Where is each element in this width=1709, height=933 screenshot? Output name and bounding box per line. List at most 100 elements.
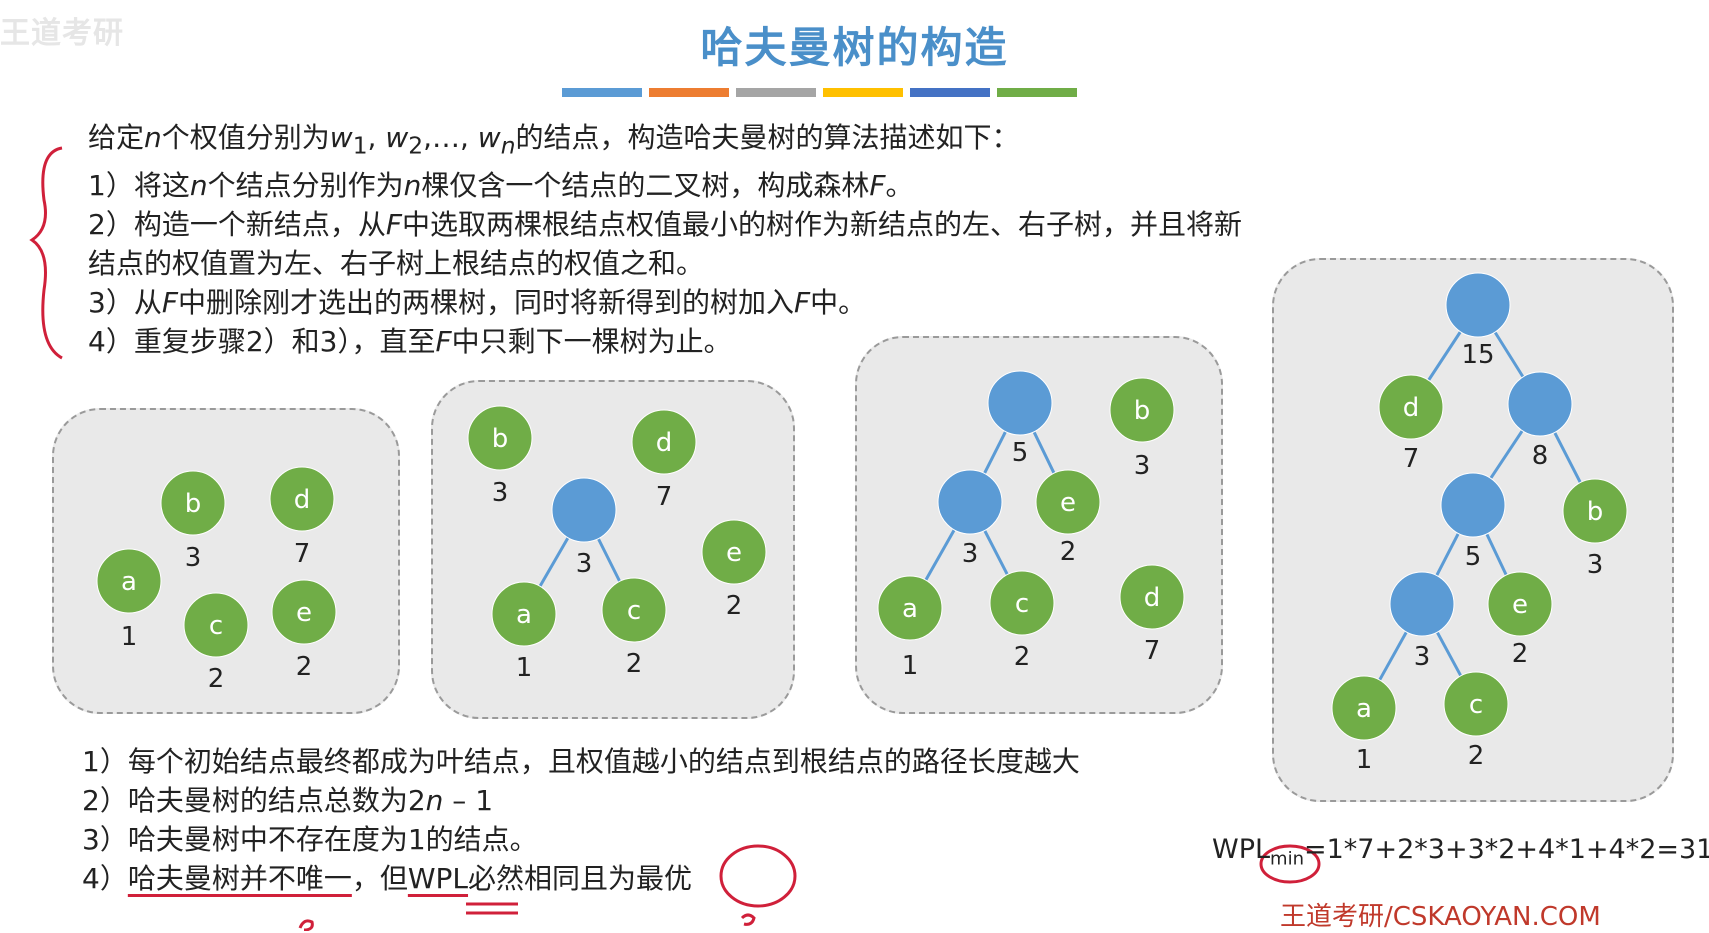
node-weight: 7 bbox=[1144, 636, 1161, 666]
node-weight: 5 bbox=[1012, 438, 1029, 468]
algorithm-step-2-cont: 结点的权值置为左、右子树上根结点的权值之和。 bbox=[88, 246, 705, 280]
node-weight: 7 bbox=[1403, 444, 1420, 474]
red-brace bbox=[29, 146, 63, 360]
algorithm-description: 给定n个权值分别为w1, w2,…, wn的结点，构造哈夫曼树的算法描述如下： … bbox=[88, 118, 1242, 361]
node-weight: 3 bbox=[492, 478, 509, 508]
leaf-node-c bbox=[1443, 671, 1509, 737]
internal-node bbox=[551, 477, 617, 543]
leaf-node-c bbox=[601, 577, 667, 643]
stripe bbox=[736, 88, 816, 97]
node-weight: 2 bbox=[1014, 642, 1031, 672]
tree-edge bbox=[1032, 431, 1056, 474]
tree-edge bbox=[596, 537, 622, 583]
stripe bbox=[649, 88, 729, 97]
node-label: a bbox=[516, 600, 532, 630]
leaf-node-a bbox=[96, 548, 162, 614]
leaf-node-a bbox=[1331, 675, 1397, 741]
leaf-node-b bbox=[1109, 377, 1175, 443]
leaf-node-d bbox=[1378, 374, 1444, 440]
leaf-node-b bbox=[467, 405, 533, 471]
node-label: b bbox=[492, 424, 509, 454]
node-weight: 3 bbox=[962, 539, 979, 569]
leaf-node-e bbox=[701, 519, 767, 585]
watermark: 王道考研 bbox=[0, 16, 124, 51]
node-weight: 2 bbox=[726, 591, 743, 621]
min-circle bbox=[1259, 844, 1321, 884]
tree-edge bbox=[983, 529, 1009, 576]
stripe bbox=[562, 88, 642, 97]
property-3: 3）哈夫曼树中不存在度为1的结点。 bbox=[82, 823, 538, 856]
node-label: c bbox=[1015, 589, 1029, 619]
node-label: d bbox=[294, 485, 311, 515]
wpl-formula: WPLmin=1*7+2*3+3*2+4*1+4*2=31 bbox=[1212, 834, 1709, 870]
tree-edge bbox=[1427, 330, 1462, 382]
node-weight: 2 bbox=[1060, 537, 1077, 567]
node-weight: 7 bbox=[294, 539, 311, 569]
leaf-node-a bbox=[877, 575, 943, 641]
algorithm-step-1: 1）将这n个结点分别作为n棵仅含一个结点的二叉树，构成森林F。 bbox=[88, 168, 914, 202]
node-label: b bbox=[1134, 396, 1151, 426]
node-label: d bbox=[1403, 393, 1420, 423]
leaf-node-e bbox=[1487, 571, 1553, 637]
node-weight: 3 bbox=[185, 543, 202, 573]
node-weight: 2 bbox=[1468, 741, 1485, 771]
stripe bbox=[997, 88, 1077, 97]
algorithm-step-2: 2）构造一个新结点，从F中选取两棵根结点权值最小的树作为新结点的左、右子树，并且… bbox=[88, 207, 1242, 241]
node-weight: 3 bbox=[576, 549, 593, 579]
tree-edge bbox=[538, 536, 570, 588]
internal-node bbox=[937, 469, 1003, 535]
leaf-node-b bbox=[1562, 478, 1628, 544]
tree-edge bbox=[1435, 532, 1460, 577]
internal-node bbox=[987, 370, 1053, 436]
huffman-properties: 1）每个初始结点最终都成为叶结点，且权值越小的结点到根结点的路径长度越大 2）哈… bbox=[82, 742, 1080, 898]
algorithm-step-4: 4）重复步骤2）和3），直至F中只剩下一棵树为止。 bbox=[88, 324, 732, 358]
node-weight: 15 bbox=[1461, 340, 1494, 370]
node-label: e bbox=[1512, 590, 1528, 620]
property-1: 1）每个初始结点最终都成为叶结点，且权值越小的结点到根结点的路径长度越大 bbox=[82, 745, 1080, 778]
node-weight: 2 bbox=[208, 664, 225, 694]
internal-node bbox=[1445, 272, 1511, 338]
internal-node bbox=[1440, 472, 1506, 538]
node-label: c bbox=[627, 596, 641, 626]
node-label: a bbox=[902, 594, 918, 624]
handwritten-mark bbox=[740, 913, 756, 926]
node-weight: 7 bbox=[656, 482, 673, 512]
node-label: e bbox=[1060, 488, 1076, 518]
node-label: c bbox=[1469, 690, 1483, 720]
tree-edge bbox=[1435, 631, 1463, 677]
tree-edge bbox=[1485, 533, 1508, 576]
node-weight: 3 bbox=[1134, 451, 1151, 481]
tree-edge bbox=[1553, 431, 1582, 484]
node-weight: 5 bbox=[1465, 542, 1482, 572]
node-weight: 3 bbox=[1414, 642, 1431, 672]
internal-node bbox=[1389, 571, 1455, 637]
node-label: e bbox=[726, 538, 742, 568]
node-weight: 1 bbox=[902, 651, 919, 681]
algorithm-intro: 给定n个权值分别为w1, w2,…, wn的结点，构造哈夫曼树的算法描述如下： bbox=[88, 121, 1020, 160]
optimal-circle bbox=[719, 844, 797, 908]
node-weight: 2 bbox=[626, 649, 643, 679]
tree-edge bbox=[1493, 331, 1525, 378]
node-label: b bbox=[1587, 497, 1604, 527]
page-title: 哈夫曼树的构造 bbox=[700, 23, 1009, 72]
footer-brand: 王道考研/CSKAOYAN.COM bbox=[1280, 902, 1601, 932]
leaf-node-d bbox=[269, 466, 335, 532]
internal-node bbox=[1507, 371, 1573, 437]
tree-edge bbox=[1489, 429, 1524, 480]
node-label: c bbox=[209, 611, 223, 641]
leaf-node-e bbox=[1035, 469, 1101, 535]
node-weight: 2 bbox=[1512, 639, 1529, 669]
handwritten-mark bbox=[298, 919, 314, 931]
tree-edge bbox=[983, 430, 1007, 475]
node-weight: 8 bbox=[1532, 441, 1549, 471]
node-label: a bbox=[121, 567, 137, 597]
leaf-node-b bbox=[160, 470, 226, 536]
leaf-node-d bbox=[631, 409, 697, 475]
leaf-node-c bbox=[989, 570, 1055, 636]
node-label: a bbox=[1356, 694, 1372, 724]
tree-edge bbox=[1378, 631, 1408, 681]
property-4: 4）哈夫曼树并不唯一，但WPL必然相同且为最优 bbox=[82, 862, 693, 895]
